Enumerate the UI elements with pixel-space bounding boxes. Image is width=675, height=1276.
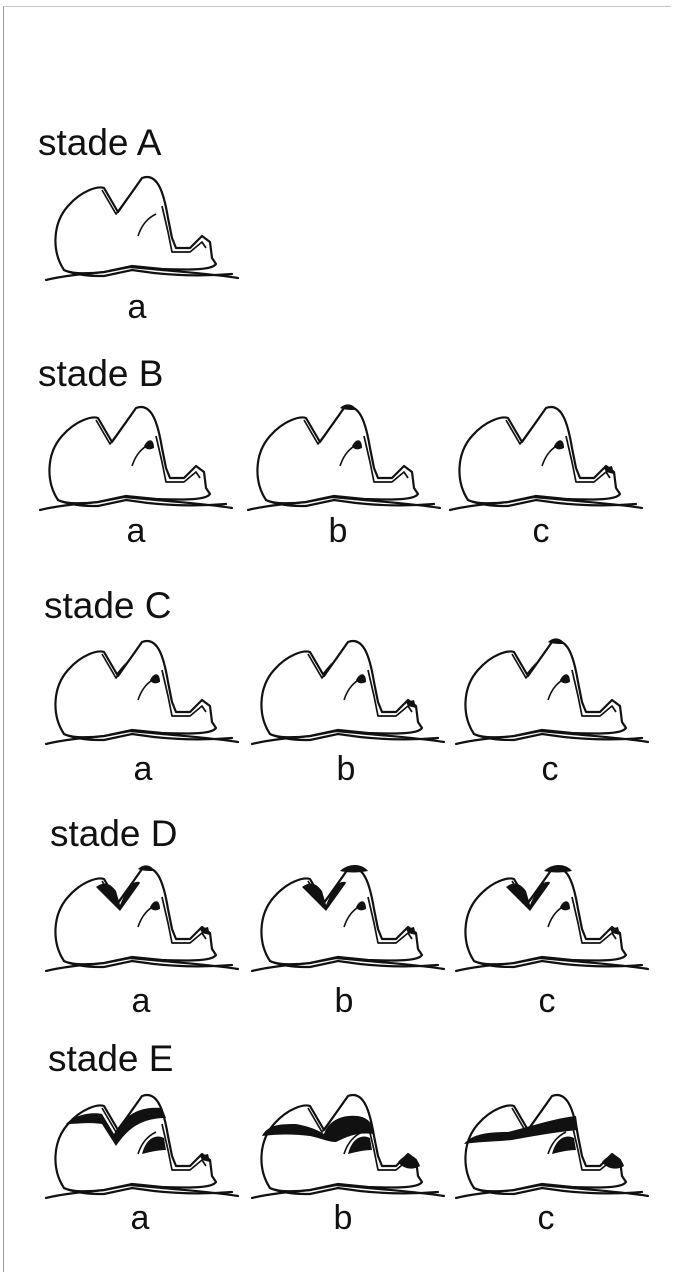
tooth-label-c-b: b bbox=[336, 750, 356, 788]
stage-title-d: stade D bbox=[50, 813, 178, 854]
tooth-d-c bbox=[454, 865, 650, 973]
tooth-label-d-a: a bbox=[131, 982, 151, 1020]
wear-mark-cusp-top bbox=[340, 865, 368, 873]
tooth-b-a bbox=[38, 405, 234, 512]
figure-frame bbox=[3, 6, 671, 1272]
tooth-outline bbox=[454, 866, 650, 973]
tooth-a-a bbox=[44, 175, 240, 282]
tooth-c-b bbox=[250, 639, 446, 746]
tooth-outline bbox=[250, 639, 446, 746]
tooth-c-c bbox=[454, 638, 650, 746]
tooth-label-d-c: c bbox=[538, 982, 556, 1020]
tooth-label-a-a: a bbox=[127, 288, 147, 326]
stage-title-a: stade A bbox=[38, 122, 162, 163]
tooth-b-c bbox=[448, 405, 644, 512]
tooth-outline bbox=[246, 405, 442, 512]
tooth-outline bbox=[44, 175, 240, 282]
tooth-label-c-a: a bbox=[133, 750, 153, 788]
tooth-outline bbox=[44, 866, 240, 973]
wear-mark-cusp-top bbox=[544, 865, 572, 873]
tooth-d-b bbox=[250, 865, 446, 973]
tooth-outline bbox=[454, 639, 650, 746]
tooth-outline bbox=[44, 639, 240, 746]
stage-title-b: stade B bbox=[38, 353, 164, 394]
stage-title-c: stade C bbox=[44, 585, 172, 626]
tooth-e-c bbox=[454, 1093, 650, 1200]
tooth-label-e-a: a bbox=[130, 1199, 150, 1237]
tooth-b-b bbox=[246, 404, 442, 512]
tooth-label-e-c: c bbox=[537, 1199, 555, 1237]
tooth-label-c-c: c bbox=[541, 750, 559, 788]
tooth-outline bbox=[250, 1093, 446, 1200]
tooth-d-a bbox=[44, 865, 240, 973]
tooth-e-a bbox=[44, 1093, 240, 1200]
tooth-e-b bbox=[250, 1093, 446, 1200]
tooth-outline bbox=[38, 405, 234, 512]
tooth-outline bbox=[448, 405, 644, 512]
tooth-label-e-b: b bbox=[333, 1199, 353, 1237]
tooth-label-b-a: a bbox=[126, 512, 146, 550]
tooth-c-a bbox=[44, 639, 240, 746]
tooth-outline bbox=[454, 1093, 650, 1200]
tooth-label-b-c: c bbox=[532, 512, 550, 550]
tooth-outline bbox=[250, 866, 446, 973]
tooth-label-d-b: b bbox=[334, 982, 354, 1020]
stage-title-e: stade E bbox=[48, 1038, 174, 1079]
tooth-label-b-b: b bbox=[328, 512, 348, 550]
